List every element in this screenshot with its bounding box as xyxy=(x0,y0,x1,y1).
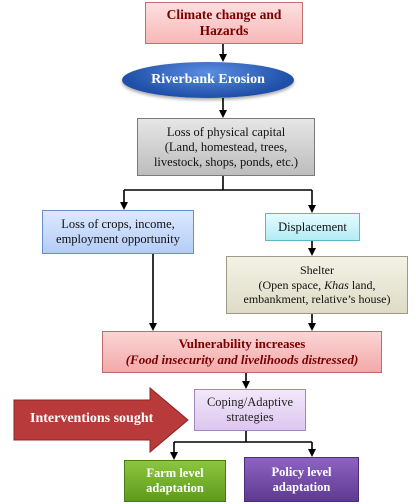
shelter-line-2-post: land, xyxy=(348,277,376,292)
shelter-khas-italic: Khas xyxy=(324,277,349,292)
node-farm-level-adaptation: Farm level adaptation xyxy=(124,460,226,502)
vulnerability-line-2: (Food insecurity and livelihoods distres… xyxy=(125,352,359,367)
physical-line-3: livestock, shops, ponds, etc.) xyxy=(153,154,299,169)
policy-line-1: Policy level xyxy=(271,464,332,479)
physical-line-1: Loss of physical capital xyxy=(166,124,286,139)
interventions-label: Interventions sought xyxy=(18,402,176,436)
farm-line-2: adaptation xyxy=(146,481,204,495)
shelter-line-3: embankment, relative’s house) xyxy=(243,292,391,307)
node-riverbank-erosion: Riverbank Erosion xyxy=(122,62,294,98)
vulnerability-line-1: Vulnerability increases xyxy=(178,336,306,352)
node-shelter: Shelter (Open space, Khas land, embankme… xyxy=(226,256,408,314)
interventions-arrow-shape xyxy=(13,386,189,454)
node-displacement: Displacement xyxy=(265,213,360,241)
node-loss-physical-capital: Loss of physical capital (Land, homestea… xyxy=(137,118,315,176)
erosion-label: Riverbank Erosion xyxy=(151,71,265,87)
climate-line-1: Climate change and xyxy=(166,6,282,22)
shelter-line-1: Shelter xyxy=(299,263,334,278)
shelter-line-2: (Open space, Khas land, xyxy=(244,278,391,292)
node-climate-change: Climate change and Hazards xyxy=(145,2,303,44)
crops-line-2: employment opportunity xyxy=(56,232,180,246)
shelter-line-2-pre: (Open space, xyxy=(258,277,325,292)
interventions-text: Interventions sought xyxy=(30,410,154,426)
climate-line-2: Hazards xyxy=(199,23,249,38)
policy-line-2: adaptation xyxy=(272,479,331,494)
node-policy-level-adaptation: Policy level adaptation xyxy=(244,457,359,502)
coping-line-1: Coping/Adaptive xyxy=(206,395,294,409)
node-vulnerability-increases: Vulnerability increases (Food insecurity… xyxy=(102,331,382,373)
physical-line-2: (Land, homestead, trees, xyxy=(164,139,288,154)
coping-line-2: strategies xyxy=(226,410,274,424)
crops-line-1: Loss of crops, income, xyxy=(61,217,175,231)
farm-line-1: Farm level xyxy=(146,466,204,480)
node-loss-crops-income: Loss of crops, income, employment opport… xyxy=(42,210,194,254)
displacement-label: Displacement xyxy=(278,219,347,234)
node-coping-strategies: Coping/Adaptive strategies xyxy=(194,389,306,431)
